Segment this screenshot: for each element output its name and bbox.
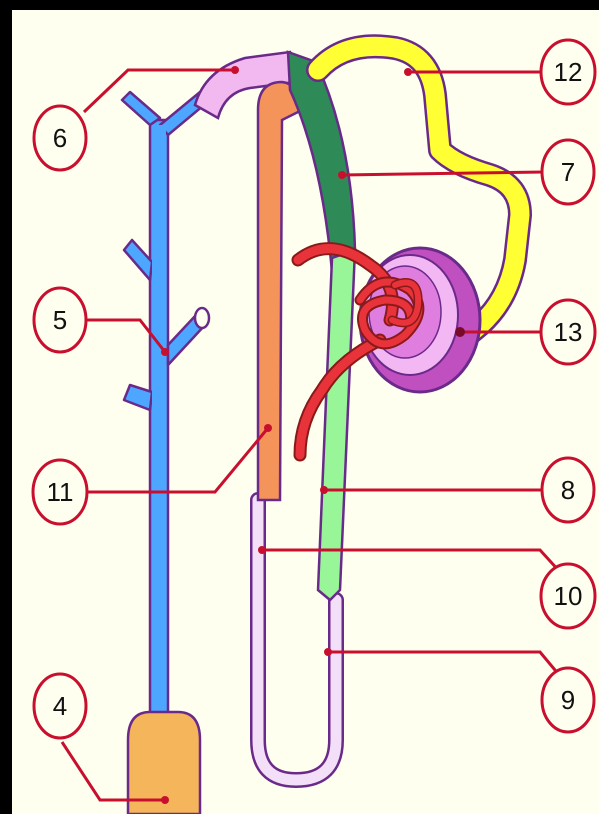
label-11: 11 xyxy=(47,477,74,507)
label-4: 4 xyxy=(53,691,67,721)
label-9: 9 xyxy=(561,685,575,715)
label-12: 12 xyxy=(554,57,583,87)
label-10: 10 xyxy=(554,581,583,611)
label-7: 7 xyxy=(561,157,575,187)
label-8: 8 xyxy=(561,475,575,505)
collecting-duct-fill xyxy=(152,125,166,720)
label-13: 13 xyxy=(554,317,583,347)
label-5: 5 xyxy=(53,305,67,335)
label-6: 6 xyxy=(53,123,67,153)
